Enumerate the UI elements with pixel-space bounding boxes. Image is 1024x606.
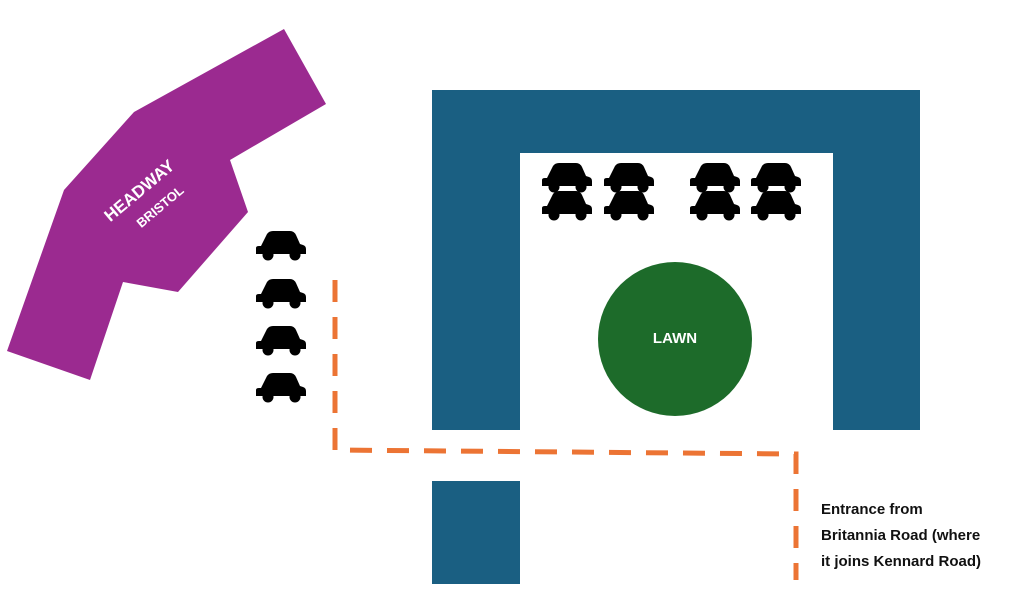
car-icon — [256, 231, 306, 261]
car-icon — [604, 163, 654, 193]
car-icon — [690, 191, 740, 221]
car-icon — [256, 326, 306, 356]
entrance-note-line: Britannia Road (where — [821, 527, 981, 544]
courtyard-parking — [542, 163, 801, 221]
entrance-note: Entrance from Britannia Road (where it j… — [821, 497, 1021, 575]
lawn-area: LAWN — [598, 262, 752, 416]
car-icon — [256, 373, 306, 403]
left-parking — [256, 231, 306, 403]
main-building — [432, 90, 920, 430]
headway-bristol-building: HEADWAY BRISTOL — [7, 29, 326, 380]
entrance-route — [332, 280, 799, 580]
car-icon — [751, 163, 801, 193]
lawn-circle — [598, 262, 752, 416]
car-icon — [604, 191, 654, 221]
car-icon — [256, 279, 306, 309]
headway-building-shape — [7, 29, 326, 380]
entrance-note-line: Entrance from — [821, 501, 923, 518]
car-icon — [690, 163, 740, 193]
lower-building — [432, 481, 520, 584]
car-icon — [751, 191, 801, 221]
car-icon — [542, 191, 592, 221]
entrance-note-line: it joins Kennard Road) — [821, 553, 982, 570]
lawn-label: LAWN — [653, 330, 697, 347]
car-icon — [542, 163, 592, 193]
